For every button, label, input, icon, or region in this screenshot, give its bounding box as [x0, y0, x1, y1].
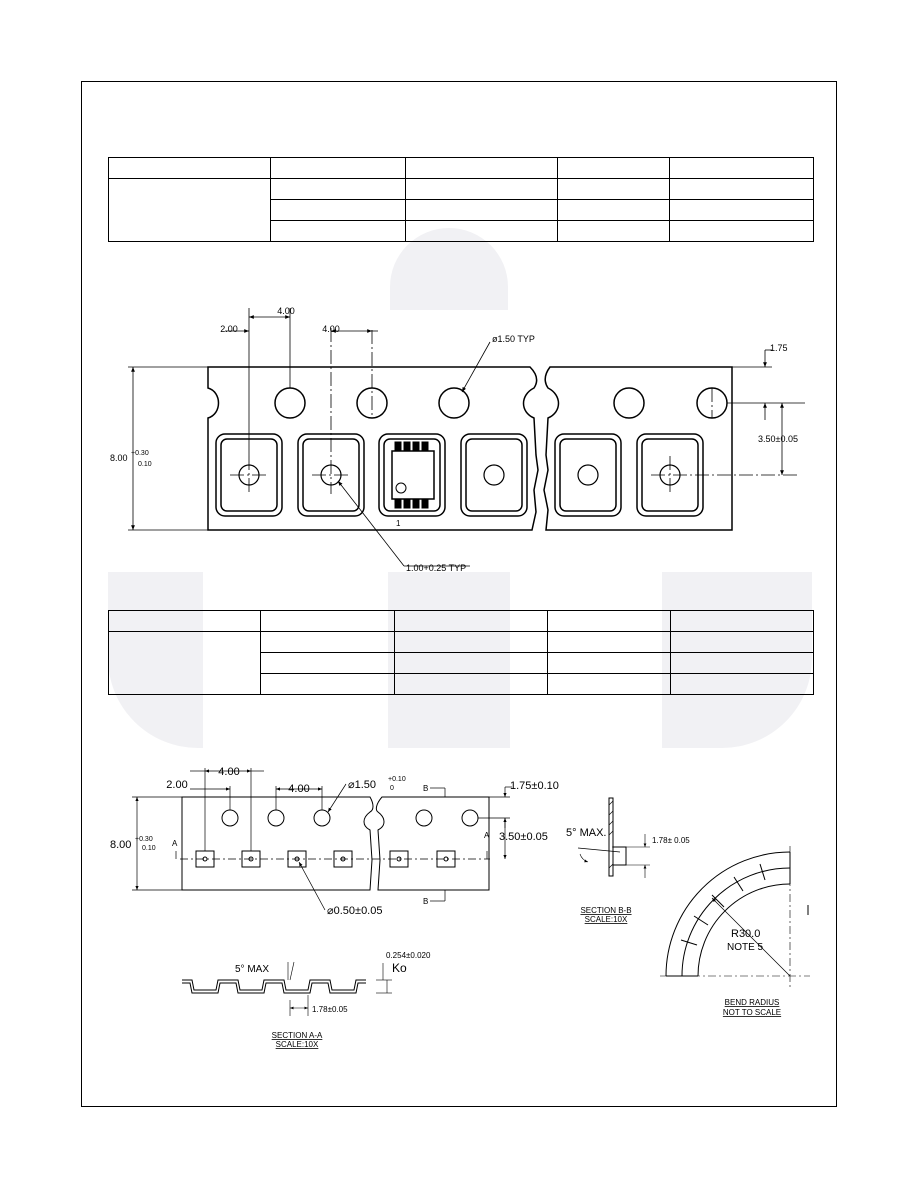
pin-one-label: 1: [396, 519, 401, 528]
dim-left-offset: 2.00: [220, 324, 238, 334]
reel-spec-table-2: [108, 610, 814, 695]
section-bb-title: SECTION B-B: [580, 906, 631, 915]
dimension-lines-2: [132, 768, 512, 911]
table-row: [108, 157, 814, 179]
table-row: [108, 610, 814, 632]
reel-spec-table-1: [108, 157, 814, 242]
section-bb-angle: 5° MAX.: [566, 827, 606, 839]
dim-row-distance: 3.50±0.05: [758, 434, 798, 444]
dim2-hole-diameter: ⌀1.50: [348, 779, 376, 791]
section-aa-dim: 1.78±0.05: [312, 1005, 348, 1014]
dim2-hole-tol-minus: 0: [390, 785, 394, 792]
table-row: [108, 178, 814, 242]
ic-package: [391, 441, 435, 509]
section-aa: [182, 961, 392, 1016]
section-bb: [577, 797, 650, 878]
dim2-row-distance: 3.50±0.05: [499, 831, 548, 843]
section-aa-scale: SCALE:10X: [276, 1040, 319, 1049]
dim-pitch-top: 4.00: [277, 306, 295, 316]
section-aa-ko: Ko: [392, 961, 407, 975]
bend-radius-note: NOTE 5: [727, 942, 764, 953]
dim2-tape-width: 8.00: [110, 839, 131, 851]
bend-radius-subtitle: NOT TO SCALE: [723, 1008, 781, 1017]
section-bb-dim: 1.78± 0.05: [652, 836, 690, 845]
bend-radius-value: R30.0: [731, 928, 760, 940]
tape-outline-right: [543, 366, 733, 531]
dim2-pocket-hole: ⌀0.50±0.05: [327, 905, 382, 917]
dim2-width-tol-minus: 0.10: [142, 845, 156, 852]
dim-tape-width: 8.00: [110, 453, 128, 463]
dimension-lines: [128, 308, 805, 567]
dim2-left-offset: 2.00: [166, 779, 187, 791]
bend-radius-diagram: [660, 846, 810, 990]
table-row: [109, 220, 814, 242]
section-a-right-label: A: [484, 831, 490, 840]
dim-edge-distance: 1.75: [770, 343, 788, 353]
dim-width-tol-minus: 0.10: [138, 461, 152, 468]
section-bb-scale: SCALE:10X: [585, 915, 628, 924]
table-row: [109, 652, 814, 674]
section-b-bottom-label: B: [423, 897, 428, 906]
page-frame: [81, 81, 837, 1107]
tape2-outline-right: [375, 796, 490, 891]
section-b-top-label: B: [423, 784, 428, 793]
section-a-left-label: A: [172, 839, 178, 848]
dim2-pitch-second: 4.00: [288, 783, 309, 795]
tape2-outline-left: [181, 796, 374, 891]
dim2-pitch-top: 4.00: [218, 766, 239, 778]
section-aa-title: SECTION A-A: [272, 1031, 323, 1040]
dim-pocket-hole: 1.00+0.25 TYP: [406, 563, 466, 573]
dim-pitch-second: 4.00: [322, 324, 340, 334]
table-row: [109, 199, 814, 221]
dim2-edge-distance: 1.75±0.10: [510, 780, 559, 792]
dim2-hole-tol-plus: +0.10: [388, 776, 406, 783]
sprocket-holes-2: [221, 809, 479, 827]
table-row: [109, 673, 814, 695]
section-aa-angle: 5° MAX: [235, 964, 269, 975]
dim2-width-tol-plus: +0.30: [135, 836, 153, 843]
tape-outline-left: [207, 366, 539, 531]
dim-width-tol-plus: +0.30: [131, 450, 149, 457]
dim-hole-diameter: ø1.50 TYP: [492, 334, 535, 344]
section-aa-thickness: 0.254±0.020: [386, 951, 431, 960]
centerlines: [230, 328, 800, 494]
bend-radius-title: BEND RADIUS: [725, 998, 780, 1007]
